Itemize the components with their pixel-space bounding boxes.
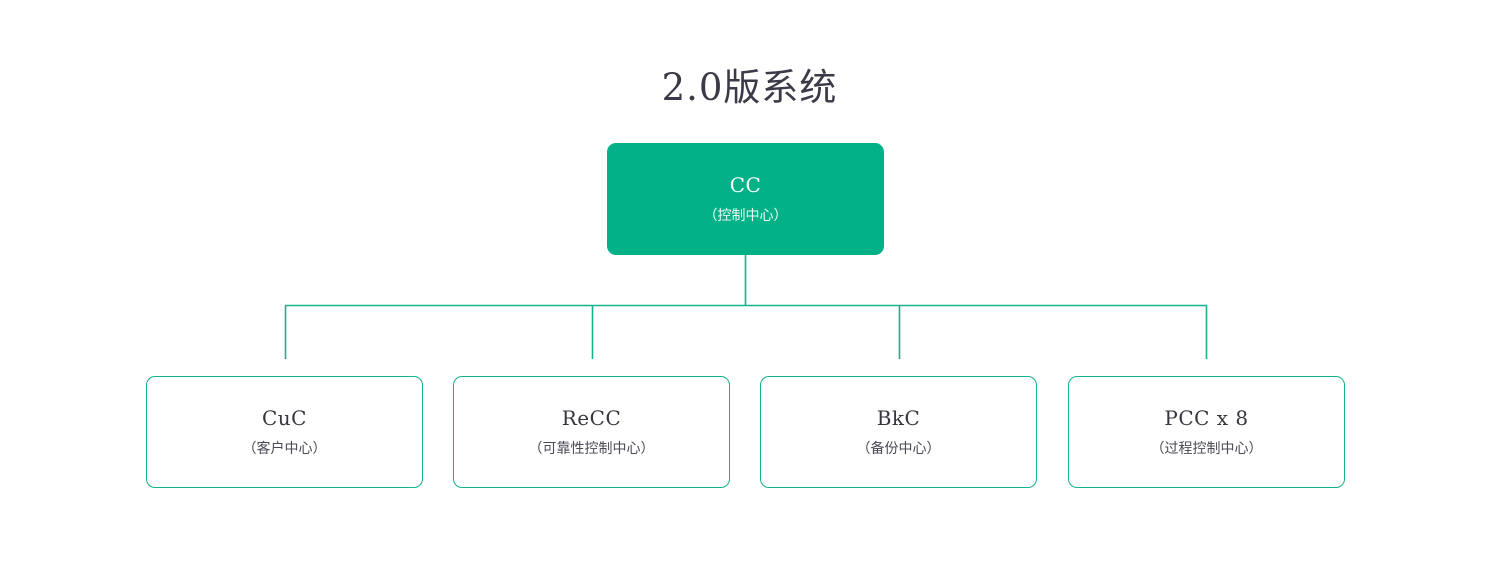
node-bkc[interactable]: BkC （备份中心） [760, 376, 1037, 488]
node-code: CuC [262, 406, 307, 430]
node-code: ReCC [561, 406, 622, 430]
page-title: 2.0版系统 [661, 66, 838, 109]
node-name: （可靠性控制中心） [528, 441, 655, 457]
node-cuc[interactable]: CuC （客户中心） [146, 376, 423, 488]
node-pcc[interactable]: PCC x 8 （过程控制中心） [1068, 376, 1345, 488]
node-code: PCC x 8 [1164, 406, 1249, 430]
node-recc[interactable]: ReCC （可靠性控制中心） [453, 376, 730, 488]
node-name: （过程控制中心） [1150, 441, 1263, 457]
node-name: （控制中心） [703, 208, 788, 224]
node-cc[interactable]: CC （控制中心） [607, 143, 884, 255]
node-name: （客户中心） [242, 441, 327, 457]
node-code: BkC [876, 406, 921, 430]
node-name: （备份中心） [856, 441, 941, 457]
node-code: CC [729, 173, 762, 197]
